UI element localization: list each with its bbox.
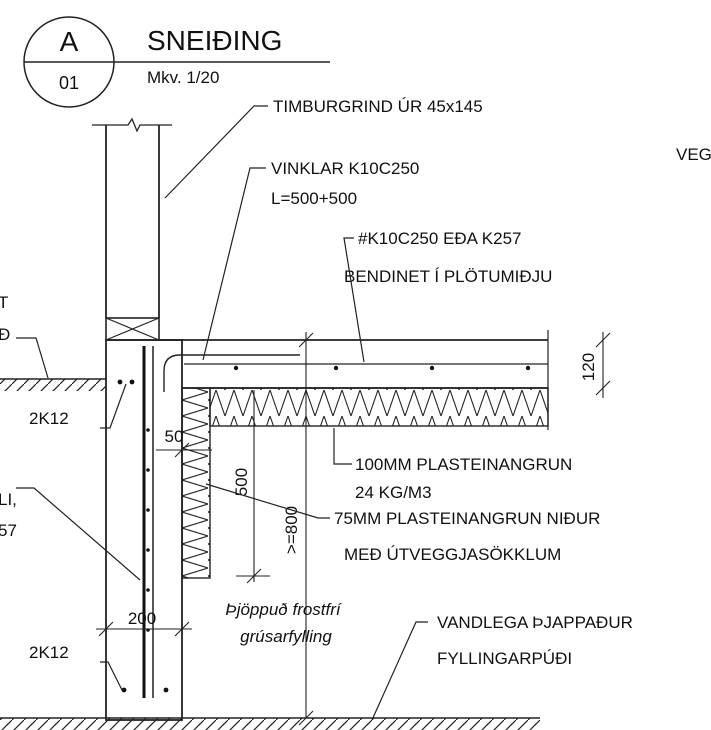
label-cut-right: VEG — [676, 145, 711, 164]
timber-wall — [92, 117, 172, 341]
label-insulation-100-line2: 24 KG/M3 — [355, 483, 432, 502]
dim-offset: 50 — [165, 427, 184, 446]
annotations: TIMBURGRIND ÚR 45x145 VINKLAR K10C250 L=… — [0, 97, 711, 668]
dim-slab-thickness: 120 — [579, 353, 598, 381]
label-cut-left-1: T — [0, 293, 8, 312]
label-insulation-100-line1: 100MM PLASTEINANGRUN — [355, 455, 572, 474]
label-bed-line1: VANDLEGA ÞJAPPAÐUR — [437, 613, 633, 632]
label-mesh-line2: BENDINET Í PLÖTUMIÐJU — [344, 267, 552, 286]
angle-rebar — [163, 354, 300, 392]
insulation — [181, 387, 549, 579]
ground-hatch-bottom — [0, 718, 540, 730]
label-cut-left-3: LI, — [0, 490, 17, 509]
label-rebar-top: 2K12 — [29, 409, 69, 428]
sheet-number: 01 — [59, 73, 79, 93]
label-fill-line1: Þjöppuð frostfrí — [225, 600, 343, 619]
label-angles-line2: L=500+500 — [271, 189, 357, 208]
label-bed-line2: FYLLINGARPÚÐI — [437, 649, 572, 668]
dim-min-depth: >=800 — [282, 506, 301, 554]
title-block: A 01 SNEIÐING Mkv. 1/20 — [23, 16, 330, 108]
label-cut-left-4: 57 — [0, 521, 17, 540]
label-insulation-75-line1: 75MM PLASTEINANGRUN NIÐUR — [334, 509, 600, 528]
label-timber-frame: TIMBURGRIND ÚR 45x145 — [273, 97, 483, 116]
label-insulation-75-line2: MEÐ ÚTVEGGJASÖKKLUM — [344, 545, 561, 564]
dim-wall-width: 200 — [128, 609, 156, 628]
under-slab-insulation — [209, 387, 549, 427]
dim-insulation-depth: 500 — [232, 468, 251, 496]
ground-hatch-left — [0, 379, 106, 391]
label-angles-line1: VINKLAR K10C250 — [271, 159, 419, 178]
dimensions: 120 500 >=800 200 50 — [96, 332, 611, 726]
label-mesh-line1: #K10C250 EÐA K257 — [358, 229, 522, 248]
edge-insulation — [181, 387, 211, 579]
ground — [0, 378, 540, 730]
label-fill-line2: grúsarfylling — [240, 627, 332, 646]
foundation-wall — [105, 339, 183, 721]
section-scale: Mkv. 1/20 — [147, 68, 219, 87]
label-cut-left-2: Ð — [0, 325, 10, 344]
section-letter: A — [60, 26, 79, 57]
label-rebar-bottom: 2K12 — [29, 643, 69, 662]
leaders — [16, 105, 428, 721]
section-title: SNEIÐING — [147, 25, 282, 56]
